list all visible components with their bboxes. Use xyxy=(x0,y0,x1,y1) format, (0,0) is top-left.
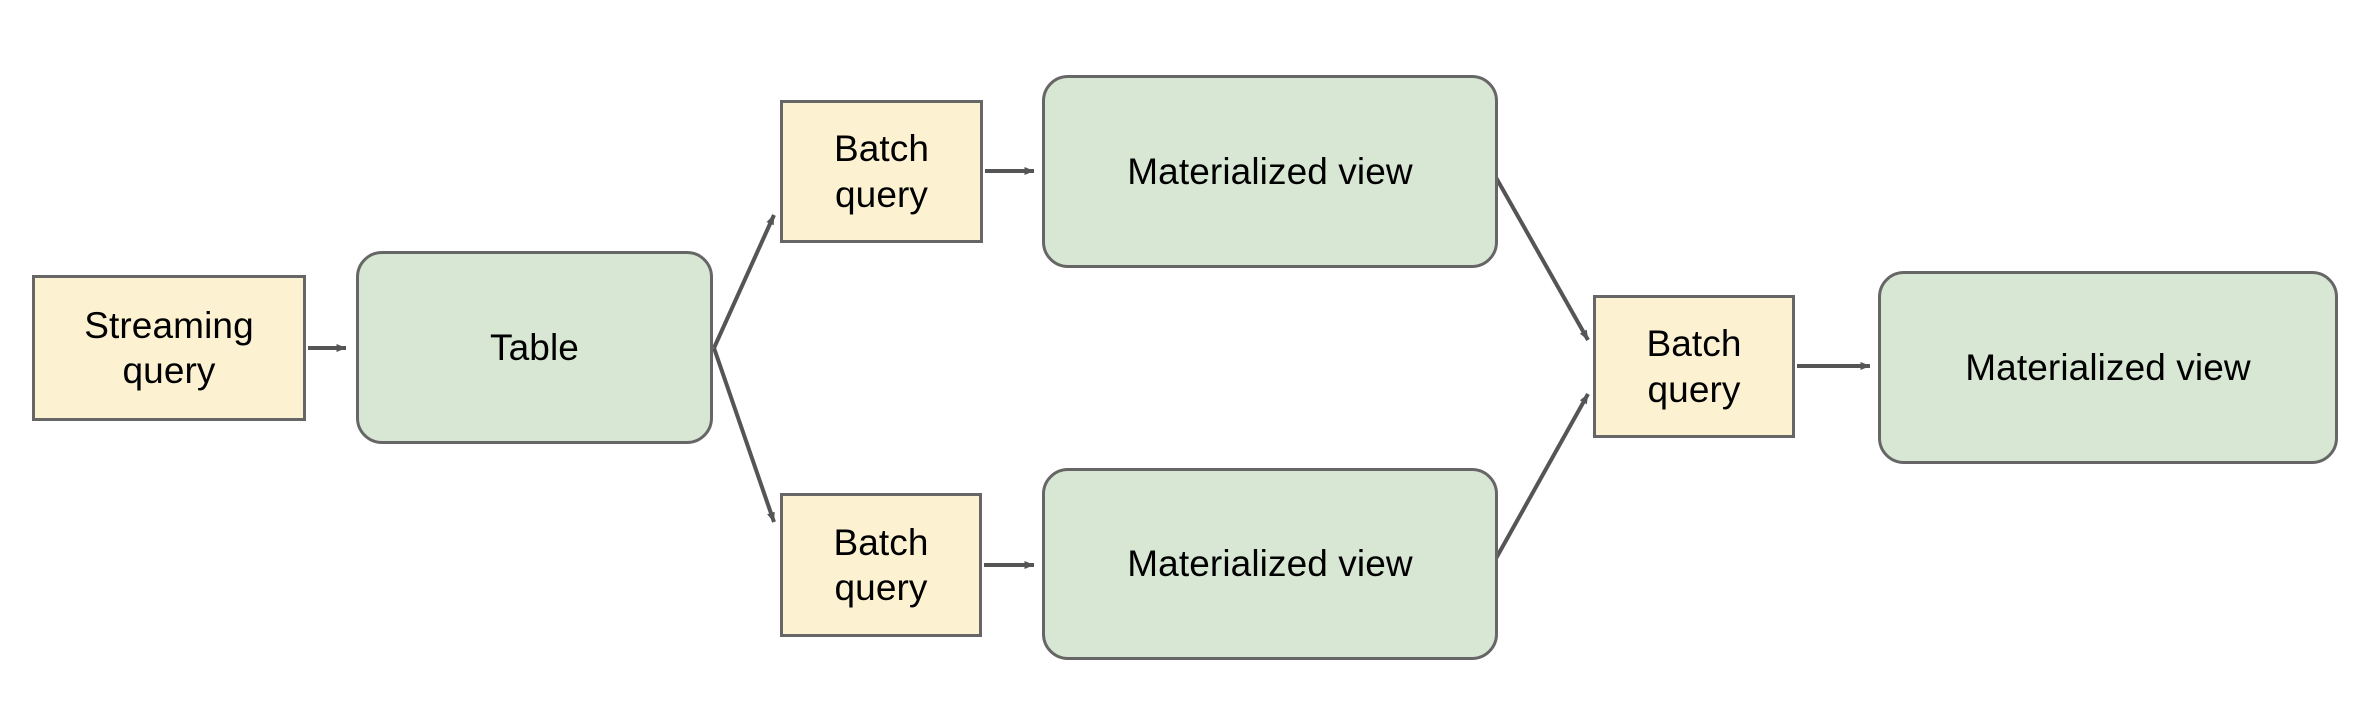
edge-table-to-batch-query-top xyxy=(712,214,776,349)
node-table[interactable]: Table xyxy=(356,251,713,444)
node-streaming-query-label: Streaming query xyxy=(84,304,254,391)
node-materialized-view-top-label: Materialized view xyxy=(1127,150,1413,192)
node-materialized-view-top[interactable]: Materialized view xyxy=(1042,75,1498,268)
node-batch-query-bottom-label: Batch query xyxy=(833,521,929,608)
node-table-label: Table xyxy=(490,326,579,368)
node-materialized-view-bottom-label: Materialized view xyxy=(1127,543,1413,585)
node-batch-query-right-label: Batch query xyxy=(1646,323,1742,410)
node-materialized-view-right[interactable]: Materialized view xyxy=(1878,271,2338,464)
node-materialized-view-bottom[interactable]: Materialized view xyxy=(1042,468,1498,660)
node-streaming-query[interactable]: Streaming query xyxy=(32,275,306,421)
node-batch-query-top-label: Batch query xyxy=(833,128,930,215)
node-batch-query-bottom[interactable]: Batch query xyxy=(780,493,982,637)
edge-table-to-batch-query-bottom xyxy=(712,347,776,523)
node-materialized-view-right-label: Materialized view xyxy=(1965,346,2251,388)
node-batch-query-right[interactable]: Batch query xyxy=(1593,295,1795,438)
edge-materialized-view-bottom-to-batch-query-right xyxy=(1492,393,1590,563)
edge-materialized-view-top-to-batch-query-right xyxy=(1492,173,1590,341)
node-batch-query-top[interactable]: Batch query xyxy=(780,100,983,243)
